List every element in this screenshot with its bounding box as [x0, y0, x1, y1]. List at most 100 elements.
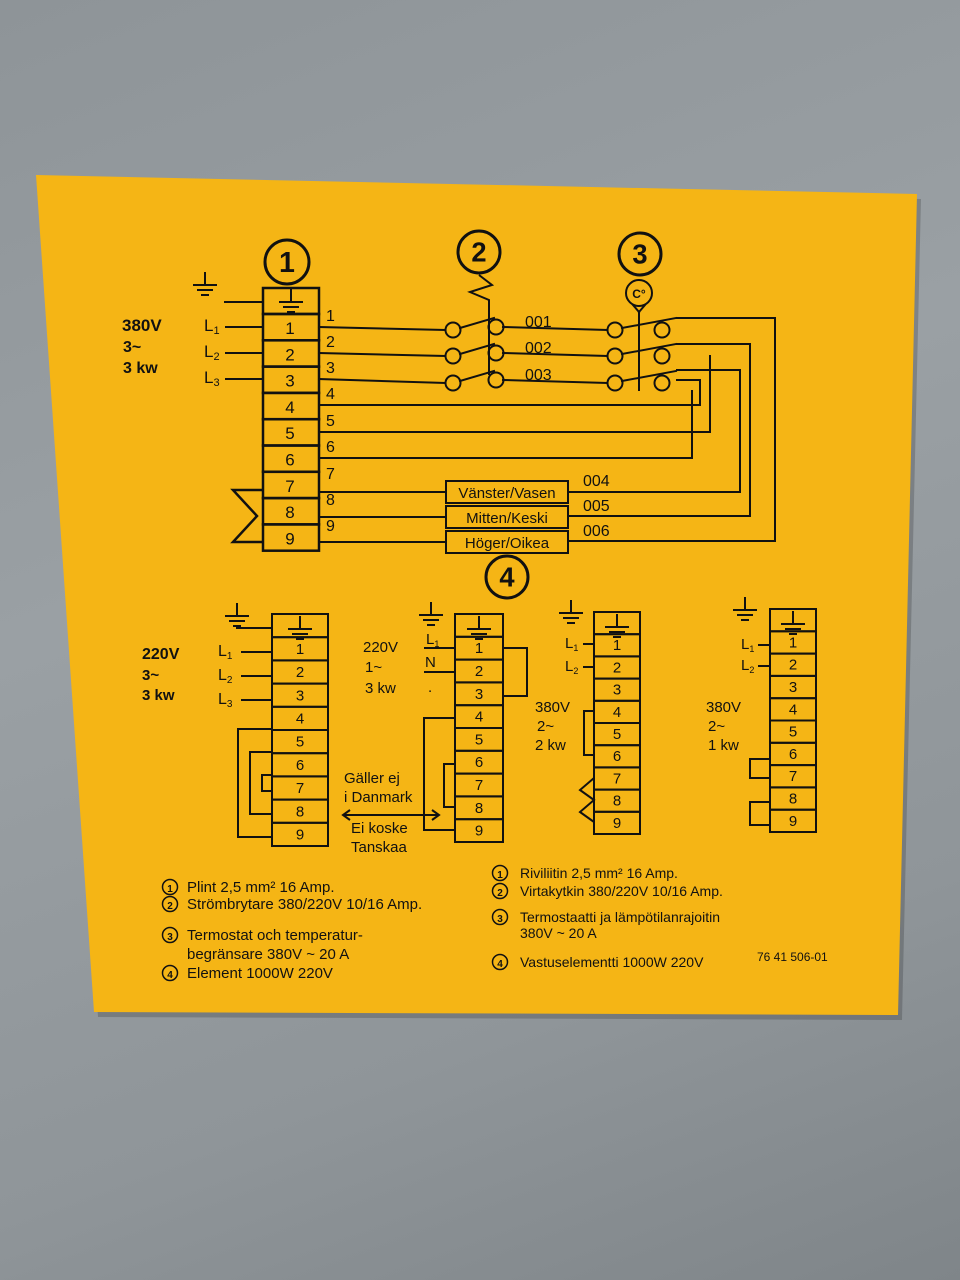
variant-b-terminal-label: 5	[475, 731, 483, 748]
variant-b-bridge	[423, 717, 455, 831]
variant-c-terminal-label: 9	[613, 815, 621, 832]
marker-4-circle	[484, 554, 530, 600]
variant-a-terminal-label: 4	[296, 711, 304, 728]
wire-002	[501, 351, 609, 358]
variant-b-ground-icon	[419, 602, 443, 626]
thermostat-contact-out	[653, 321, 671, 339]
variant-c-terminal-label: 8	[613, 793, 621, 810]
switch-contact-in	[444, 347, 462, 365]
wire-number: 2	[326, 334, 335, 351]
variant-c-voltage: 380V	[535, 699, 570, 716]
variant-c-ground-icon	[559, 600, 583, 624]
legend-left-text: Strömbrytare 380/220V 10/16 Amp.	[187, 896, 422, 913]
legend-left-text: begränsare 380V ~ 20 A	[187, 946, 349, 963]
supply-voltage: 380V	[122, 316, 162, 335]
wire-001	[501, 325, 609, 332]
variant-c-terminal-label: 7	[613, 770, 621, 787]
variant-c-terminal-label: 5	[613, 726, 621, 743]
thermostat-blade	[620, 369, 678, 383]
legend-num: 4	[497, 959, 503, 970]
variant-a-terminal-label: 6	[296, 757, 304, 774]
note-sv-line2: i Danmark	[344, 789, 413, 806]
variant-b-terminal-label: 7	[475, 777, 483, 794]
switch-actuator	[467, 274, 495, 375]
main-terminal-label: 9	[285, 529, 294, 548]
switch-contact-out	[487, 318, 505, 336]
variant-a-terminal-cell	[271, 821, 329, 847]
phase-label-l3: L3	[204, 368, 220, 389]
variant-d-terminal-label: 2	[789, 657, 797, 674]
variant-b-power: 3 kw	[365, 680, 396, 697]
variant-b-bridge	[503, 647, 528, 697]
legend-left-text: Plint 2,5 mm² 16 Amp.	[187, 879, 335, 896]
variant-a-ground-icon	[225, 603, 249, 627]
variant-b-terminal-label: 1	[475, 640, 483, 657]
main-terminal-label: 6	[285, 451, 294, 470]
legend-right-text: Vastuselementti 1000W 220V	[520, 954, 704, 970]
variant-d-terminal-label: 4	[789, 701, 797, 718]
variant-c-terminal-label: 4	[613, 704, 621, 721]
main-terminal-label: 2	[285, 345, 294, 364]
marker-3-circle	[617, 231, 663, 277]
variant-c-bridge	[583, 710, 594, 756]
legend-num-circle	[491, 953, 509, 971]
thermostat-symbol-text: C°	[632, 287, 646, 301]
switch-output-number: 002	[525, 340, 552, 357]
element-wire-number: 004	[583, 473, 610, 490]
variant-b-terminal-label: 4	[475, 709, 483, 726]
variant-a-bridge	[237, 728, 272, 838]
legend-num: 3	[167, 932, 173, 943]
switch-contact-in	[444, 374, 462, 392]
variant-c-terminal-label: 2	[613, 659, 621, 676]
variant-c-terminal-label: 1	[613, 637, 621, 654]
variant-c-phase: 2~	[537, 718, 554, 735]
variant-b-terminal-label: 6	[475, 754, 483, 771]
part-number: 76 41 506-01	[757, 950, 828, 964]
variant-a-terminal-label: 5	[296, 734, 304, 751]
variant-b-terminal-label: 8	[475, 800, 483, 817]
phase-label: L1	[218, 643, 233, 662]
supply-phase: 3~	[123, 339, 141, 356]
legend-right-text: 380V ~ 20 A	[520, 925, 597, 941]
phase-label: L3	[218, 691, 233, 710]
phase-label: L1	[426, 631, 439, 649]
main-cell-ground-icon	[279, 289, 303, 313]
variant-b-phase: 1~	[365, 659, 382, 676]
element-box-label: Vänster/Vasen	[458, 485, 555, 502]
marker-2-circle	[456, 229, 502, 275]
thermostat-contact-out	[653, 347, 671, 365]
thermostat-contact-in	[606, 347, 624, 365]
variant-a-terminal-label: 3	[296, 687, 304, 704]
legend-right-text: Riviliitin 2,5 mm² 16 Amp.	[520, 865, 678, 881]
legend-num-circle	[161, 878, 179, 896]
element-box-label: Höger/Oikea	[465, 535, 550, 552]
marker-2-number: 2	[471, 237, 486, 268]
variant-a-terminal-label: 7	[296, 780, 304, 797]
switch-contact-out	[487, 344, 505, 362]
variant-d-terminal-label: 5	[789, 724, 797, 741]
wire-number: 7	[326, 466, 335, 483]
legend-num-circle	[491, 864, 509, 882]
note-arrow-head-left	[341, 809, 351, 821]
marker-1-number: 1	[279, 247, 295, 279]
element-box-label: Mitten/Keski	[466, 510, 548, 527]
variant-a-phase: 3~	[142, 667, 159, 684]
variant-a-terminal-label: 8	[296, 803, 304, 820]
variant-c-terminal-label: 6	[613, 748, 621, 765]
phase-label-l1: L1	[204, 316, 220, 337]
variant-b-terminal-label: 3	[475, 686, 483, 703]
wire-number: 9	[326, 518, 335, 535]
wire-number: 3	[326, 360, 335, 377]
main-terminal-label: 5	[285, 424, 294, 443]
variant-c-cell-ground-icon	[605, 614, 629, 638]
variant-b-terminal-label: 2	[475, 663, 483, 680]
wire-number: 6	[326, 439, 335, 456]
variant-a-terminal-label: 9	[296, 827, 304, 844]
phase-label: L2	[741, 657, 754, 675]
legend-num: 4	[167, 970, 173, 981]
thermostat-blade	[620, 316, 678, 330]
thermostat-blade	[620, 342, 678, 356]
